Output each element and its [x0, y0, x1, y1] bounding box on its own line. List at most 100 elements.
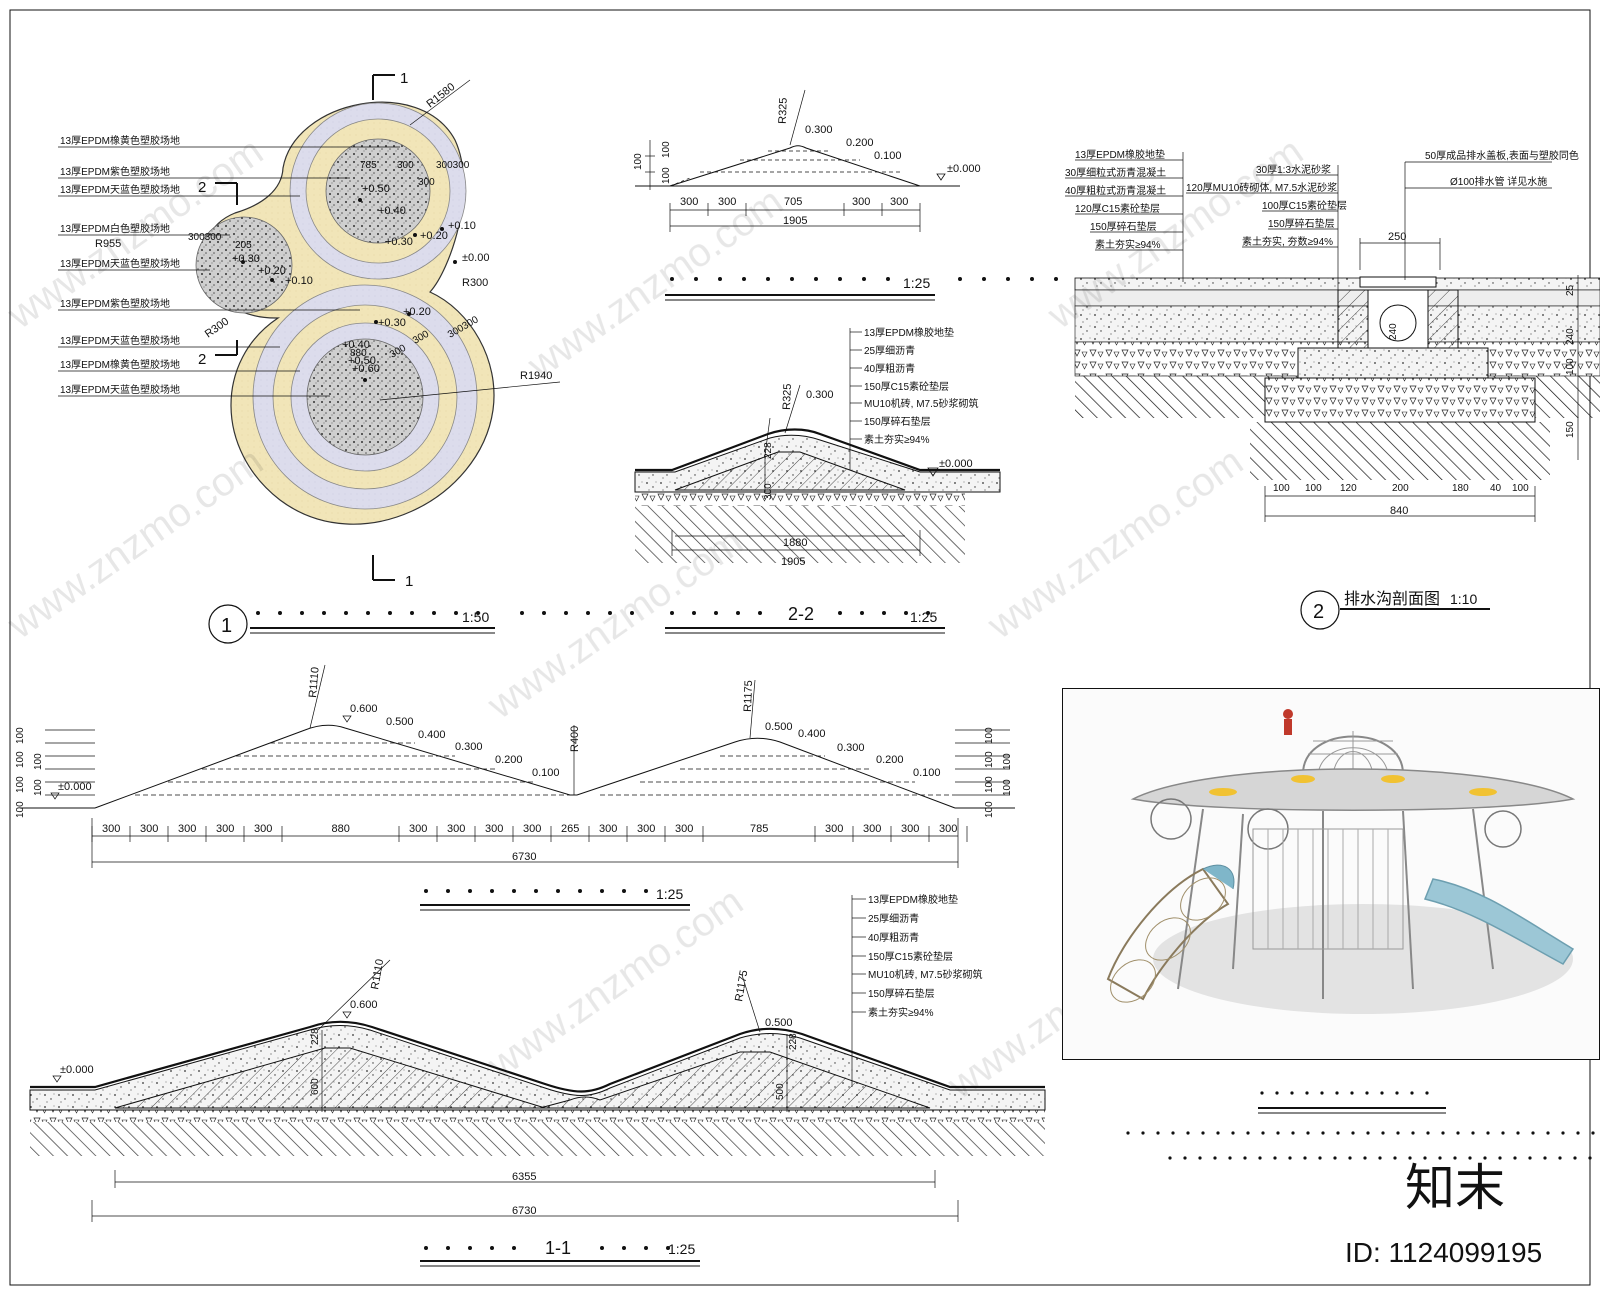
elev-right-h-2: 100 — [984, 751, 995, 768]
elev-level-7: 0.500 — [765, 721, 793, 733]
s22-top-radius: R325 — [777, 97, 790, 124]
drain-right-dim-2: 240 — [1565, 328, 1576, 345]
elev-right-h-4: 100 — [984, 776, 995, 793]
s11-inner: 6355 — [512, 1171, 536, 1183]
elev-left-h-4: 100 — [15, 776, 26, 793]
s22-layer-2: 25厚细沥青 — [864, 344, 915, 357]
plan-legend-2: 13厚EPDM紫色塑胶场地 — [60, 165, 170, 178]
s22-scale: 1:25 — [910, 609, 937, 625]
drain-inner-dim: 240 — [1388, 323, 1399, 340]
watermark-site-6: www.znzmo.com — [979, 439, 1251, 648]
s11-total: 6730 — [512, 1205, 536, 1217]
elev-level-2: 0.500 — [386, 716, 414, 728]
s11-layer-5: MU10机砖, M7.5砂浆砌筑 — [868, 968, 982, 981]
drain-bottom-dim-6: 40 — [1490, 483, 1502, 494]
plan-dim-785: 785 — [360, 160, 377, 171]
hill-elevation: R1110 R400 R1175 0.600 0.500 0.400 0.300… — [15, 664, 1015, 911]
drain-title: 排水沟剖面图 — [1344, 590, 1440, 608]
s11-level-2: 0.500 — [765, 1017, 793, 1029]
elev-dim-1: 300 — [102, 823, 120, 835]
s11-level-3: ±0.000 — [60, 1064, 94, 1076]
section-11: R1110 R1175 0.600 0.500 ±0.000 228 600 2… — [29, 893, 1046, 1267]
section-22-profile: R325 0.300 0.200 0.100 ±0.000 100 100 10… — [633, 89, 1058, 301]
drain-layer-left-5: 150厚碎石垫层 — [1090, 220, 1157, 233]
s22-top-dim-2: 300 — [718, 196, 736, 208]
elev-left-h-1: 100 — [15, 727, 26, 744]
plan-legend-9: 13厚EPDM天蓝色塑胶场地 — [60, 383, 180, 396]
elev-level-12: ±0.000 — [58, 781, 92, 793]
elev-level-6: 0.100 — [532, 767, 560, 779]
s11-layer-4: 150厚C15素砼垫层 — [868, 950, 953, 963]
s11-layer-7: 素土夯实≥94% — [868, 1006, 934, 1019]
section-22-detail: R325 0.300 ±0.000 228 300 1880 1905 13厚E… — [634, 326, 1001, 634]
elev-level-11: 0.100 — [913, 767, 941, 779]
elev-level-10: 0.200 — [876, 754, 904, 766]
plan-level-6: ±0.00 — [462, 252, 489, 264]
site-plan: 1 1 2 2 13厚EPDM橡黄色塑胶场地 13厚EPDM紫色塑胶场地 13厚… — [58, 70, 634, 644]
s22-total: 1905 — [781, 556, 805, 568]
drain-layer-left-1: 13厚EPDM橡胶地垫 — [1075, 148, 1165, 161]
plan-legend-5: 13厚EPDM天蓝色塑胶场地 — [60, 257, 180, 270]
s22-top-level-4: ±0.000 — [947, 163, 981, 175]
s22-height-2: 300 — [763, 483, 774, 500]
plan-scale: 1:50 — [462, 609, 489, 625]
plan-legend-6: 13厚EPDM紫色塑胶场地 — [60, 297, 170, 310]
elev-dim-14: 300 — [675, 823, 693, 835]
elev-dim-7: 300 — [409, 823, 427, 835]
drain-layer-right-2: Ø100排水管 详见水施 — [1450, 175, 1547, 188]
plan-dim-300b: 300 — [418, 177, 435, 188]
elev-dim-5: 300 — [254, 823, 272, 835]
plan-legend-3: 13厚EPDM天蓝色塑胶场地 — [60, 183, 180, 196]
plan-radius-r955: R955 — [95, 238, 121, 250]
plan-level-11: +0.30 — [378, 317, 406, 329]
plan-radius-r300-right: R300 — [462, 277, 488, 289]
drain-bottom-dim-5: 180 — [1452, 483, 1469, 494]
plan-level-7: +0.30 — [232, 253, 260, 265]
elev-dim-11: 265 — [561, 823, 579, 835]
elev-right-h-1: 100 — [984, 727, 995, 744]
drain-section: 13厚EPDM橡胶地垫 30厚细粒式沥青混凝土 40厚粗粒式沥青混凝土 120厚… — [1065, 148, 1600, 630]
plan-dim-300300a: 300300 — [436, 160, 470, 171]
plan-ring-lower-inner — [306, 338, 424, 456]
drain-bottom-dim-2: 100 — [1305, 483, 1322, 494]
s11-layer-3: 40厚粗沥青 — [868, 931, 919, 944]
drain-top-dim: 250 — [1388, 231, 1406, 243]
s11-layer-2: 25厚细沥青 — [868, 912, 919, 925]
drain-total: 840 — [1390, 505, 1408, 517]
elev-right-h-6: 100 — [984, 801, 995, 818]
s22-top-dim-3: 705 — [784, 196, 802, 208]
plan-radius-r300-left: R300 — [203, 316, 231, 341]
plan-radius-r1940: R1940 — [520, 370, 552, 382]
plan-circle-small — [195, 216, 293, 314]
s22-top-dim-4: 300 — [852, 196, 870, 208]
drain-right-dim-3: 100 — [1565, 358, 1576, 375]
elev-dim-13: 300 — [637, 823, 655, 835]
s11-level-1: 0.600 — [350, 999, 378, 1011]
plan-title-bubble — [208, 604, 248, 644]
s22-level-2: ±0.000 — [939, 458, 973, 470]
s22-top-level-1: 0.300 — [805, 124, 833, 136]
elev-dim-15: 785 — [750, 823, 768, 835]
plan-dim-205: 205 — [235, 240, 252, 251]
drain-bottom-dim-1: 100 — [1273, 483, 1290, 494]
s22-title: 2-2 — [788, 604, 814, 624]
s11-scale: 1:25 — [668, 1241, 695, 1257]
s22-level-1: 0.300 — [806, 389, 834, 401]
plan-level-12: +0.40 — [342, 339, 370, 351]
s22-layer-7: 素土夯实≥94% — [864, 433, 930, 446]
plan-legend-8: 13厚EPDM橡黄色塑胶场地 — [60, 358, 180, 371]
s22-layer-6: 150厚碎石垫层 — [864, 415, 931, 428]
s22-top-dim-5: 300 — [890, 196, 908, 208]
elev-level-3: 0.400 — [418, 729, 446, 741]
drain-title-number: 2 — [1313, 601, 1324, 623]
plan-level-13: +0.50 — [348, 355, 376, 367]
elev-dim-18: 300 — [901, 823, 919, 835]
elev-level-1: 0.600 — [350, 703, 378, 715]
plan-level-1: +0.50 — [362, 183, 390, 195]
s11-title: 1-1 — [545, 1238, 571, 1258]
plan-level-5: +0.10 — [448, 220, 476, 232]
s22-top-height-2: 100 — [661, 141, 672, 158]
drain-scale: 1:10 — [1450, 591, 1477, 607]
plan-level-9: +0.10 — [285, 275, 313, 287]
plan-legend-4: 13厚EPDM白色塑胶场地 — [60, 222, 170, 235]
